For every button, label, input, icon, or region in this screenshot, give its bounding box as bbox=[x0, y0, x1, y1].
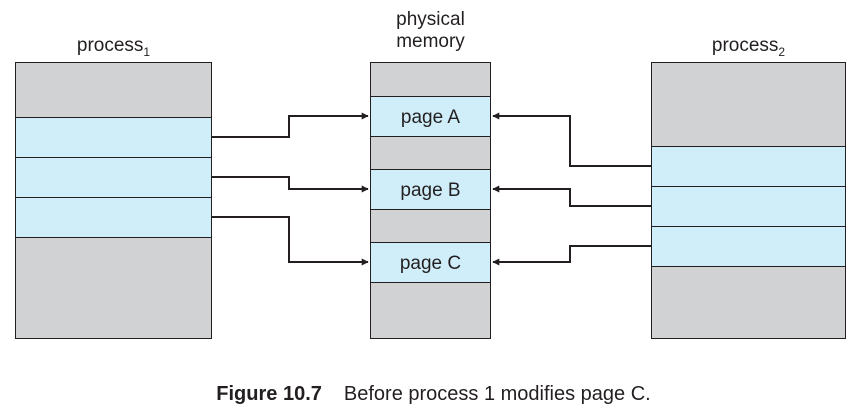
p2-arrow-to-page-a bbox=[492, 112, 652, 167]
process1-block bbox=[15, 62, 212, 339]
process1-label-text: process bbox=[76, 35, 144, 56]
process2-subscript: 2 bbox=[778, 45, 786, 59]
physical-memory-label-line1: physical bbox=[396, 9, 465, 30]
process1-page-2 bbox=[15, 157, 212, 198]
process2-label: process2 bbox=[651, 35, 846, 59]
process1-label: process1 bbox=[15, 35, 212, 59]
physical-memory-label: physical memory bbox=[370, 9, 491, 53]
process2-block bbox=[651, 62, 846, 339]
process1-page-3 bbox=[15, 197, 212, 238]
page-a-frame bbox=[370, 96, 491, 137]
page-b-label: page B bbox=[400, 180, 460, 201]
process1-subscript: 1 bbox=[143, 45, 151, 59]
page-c-label: page C bbox=[400, 253, 461, 274]
process1-page-1 bbox=[15, 117, 212, 158]
page-c-frame bbox=[370, 242, 491, 283]
figure-number: Figure 10.7 bbox=[216, 383, 322, 405]
process2-page-3 bbox=[651, 226, 846, 267]
p2-arrow-to-page-b bbox=[492, 185, 652, 207]
page-b-frame bbox=[370, 169, 491, 210]
page-a-label: page A bbox=[401, 107, 460, 128]
process2-label-text: process bbox=[711, 35, 779, 56]
p1-arrow-to-page-a bbox=[211, 112, 369, 138]
physical-memory-block: page A page B page C bbox=[370, 62, 491, 339]
figure-caption: Figure 10.7 Before process 1 modifies pag… bbox=[0, 382, 867, 406]
process2-page-1 bbox=[651, 146, 846, 187]
p1-arrow-to-page-c bbox=[211, 216, 369, 266]
physical-memory-label-line2: memory bbox=[396, 31, 465, 52]
process2-page-2 bbox=[651, 186, 846, 227]
p1-arrow-to-page-b bbox=[211, 176, 369, 193]
figure-caption-text: Before process 1 modifies page C. bbox=[343, 383, 651, 405]
p2-arrow-to-page-c bbox=[492, 245, 652, 266]
